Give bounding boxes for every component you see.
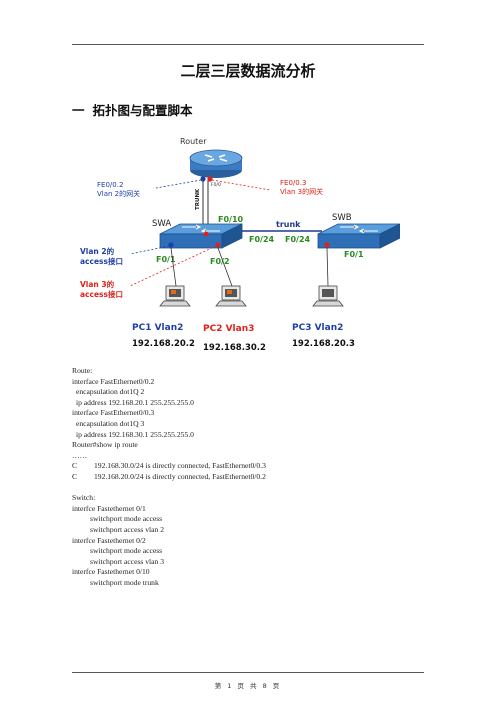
pc3-link	[326, 247, 329, 287]
route-code: C	[72, 471, 78, 481]
router-label: Router	[180, 137, 207, 146]
route-entry: C 192.168.20.0/24 is directly connected, …	[72, 472, 432, 483]
switch-heading: Switch:	[72, 493, 96, 503]
swa-trunk-dot	[203, 231, 209, 237]
swb-switch-icon	[317, 223, 400, 249]
router-icon	[189, 149, 243, 178]
route-entry: C 192.168.30.0/24 is directly connected, …	[72, 461, 432, 472]
document-title: 二层三层数据流分析	[180, 62, 316, 80]
swa-switch-icon	[159, 223, 243, 249]
config-line: switchport mode access	[90, 546, 163, 556]
pc1-link	[170, 247, 177, 287]
config-line: interface FastEthernet0/0.3	[72, 408, 155, 418]
pc1-name: PC1 Vlan2	[132, 323, 183, 333]
route-text: 192.168.20.0/24 is directly connected, F…	[94, 471, 266, 481]
pc2-ip: 192.168.30.2	[203, 343, 266, 353]
config-line: interfce Fastethernet 0/1	[72, 503, 146, 513]
swa-label: SWA	[152, 219, 171, 229]
section-number: 一	[72, 103, 85, 118]
swa-f01-dot	[168, 242, 174, 248]
pc2-link	[217, 247, 233, 287]
fe03-pointer	[211, 179, 271, 191]
spacer	[72, 483, 432, 494]
route-heading: Route:	[72, 366, 93, 375]
swa-f02-label: F0/2	[210, 257, 230, 266]
pc2-name: PC2 Vlan3	[203, 324, 254, 334]
fe03-gw-label: Vlan 3的网关	[280, 187, 323, 196]
config-line: ip address 192.168.30.1 255.255.255.0	[76, 429, 194, 439]
swa-f024-label: F0/24	[249, 235, 275, 244]
fe02-pointer	[155, 179, 202, 189]
pc3-ip: 192.168.20.3	[292, 339, 355, 349]
trunk-label: trunk	[276, 220, 301, 229]
config-line: ip address 192.168.20.1 255.255.255.0	[76, 397, 194, 407]
vlan2-access-label-1: Vlan 2的	[80, 246, 115, 256]
config-line: ……	[72, 450, 88, 460]
swa-f010-label: F0/10	[218, 215, 244, 224]
trunk-vertical-label: TRUNK	[195, 188, 201, 210]
swb-f01-label: F0/1	[344, 250, 364, 259]
pc1-computer-icon	[159, 285, 191, 307]
vlan2-access-label-2: access接口	[80, 256, 123, 266]
section-heading: 一拓扑图与配置脚本	[72, 100, 193, 119]
vlan3-access-label-1: Vlan 3的	[80, 279, 115, 289]
config-line: switchport access vlan 3	[90, 556, 165, 566]
config-line: switchport mode access	[90, 514, 163, 524]
pc3-computer-icon	[312, 285, 344, 307]
pc2-computer-icon	[215, 285, 247, 307]
config-line: switchport access vlan 2	[90, 524, 165, 534]
fe02-gw-label: Vlan 2的网关	[97, 189, 140, 198]
fe02-label: FE0/0.2	[97, 181, 123, 189]
swb-f024-label: F0/24	[285, 235, 311, 244]
topology-diagram: Router TRUNK F0/0 FE0/0.2 Vlan 2的网关 FE0/…	[80, 137, 400, 353]
page-footer: 第 1 页 共 8 页	[214, 682, 282, 690]
fe03-label: FE0/0.3	[280, 179, 306, 187]
footer-rule	[72, 672, 424, 673]
vlan3-access-label-2: access接口	[80, 289, 123, 299]
pc3-name: PC3 Vlan2	[292, 323, 343, 333]
route-text: 192.168.30.0/24 is directly connected, F…	[94, 461, 266, 471]
swb-label: SWB	[332, 213, 352, 223]
swa-f01-label: F0/1	[156, 255, 176, 264]
fe02-dot	[200, 176, 206, 182]
pc1-ip: 192.168.20.2	[132, 339, 195, 349]
f00-label: F0/0	[211, 182, 221, 188]
config-script: Route: interface FastEthernet0/0.2 encap…	[72, 366, 432, 588]
fe03-dot	[207, 176, 213, 182]
swb-f01-dot	[324, 242, 330, 248]
vlan2-access-pointer	[129, 245, 170, 255]
header-rule	[72, 44, 424, 45]
section-title: 拓扑图与配置脚本	[92, 103, 193, 118]
config-line: interfce Fastethernet 0/10	[72, 567, 150, 577]
config-line: switchport mode trunk	[90, 577, 159, 587]
config-line: encapsulation dot1Q 3	[76, 418, 145, 428]
config-line: encapsulation dot1Q 2	[76, 387, 145, 397]
route-code: C	[72, 461, 78, 471]
config-line: interfce Fastethernet 0/2	[72, 535, 146, 545]
config-line: Router#show ip route	[72, 440, 138, 450]
config-line: interface FastEthernet0/0.2	[72, 376, 155, 386]
swa-f02-dot	[215, 242, 221, 248]
